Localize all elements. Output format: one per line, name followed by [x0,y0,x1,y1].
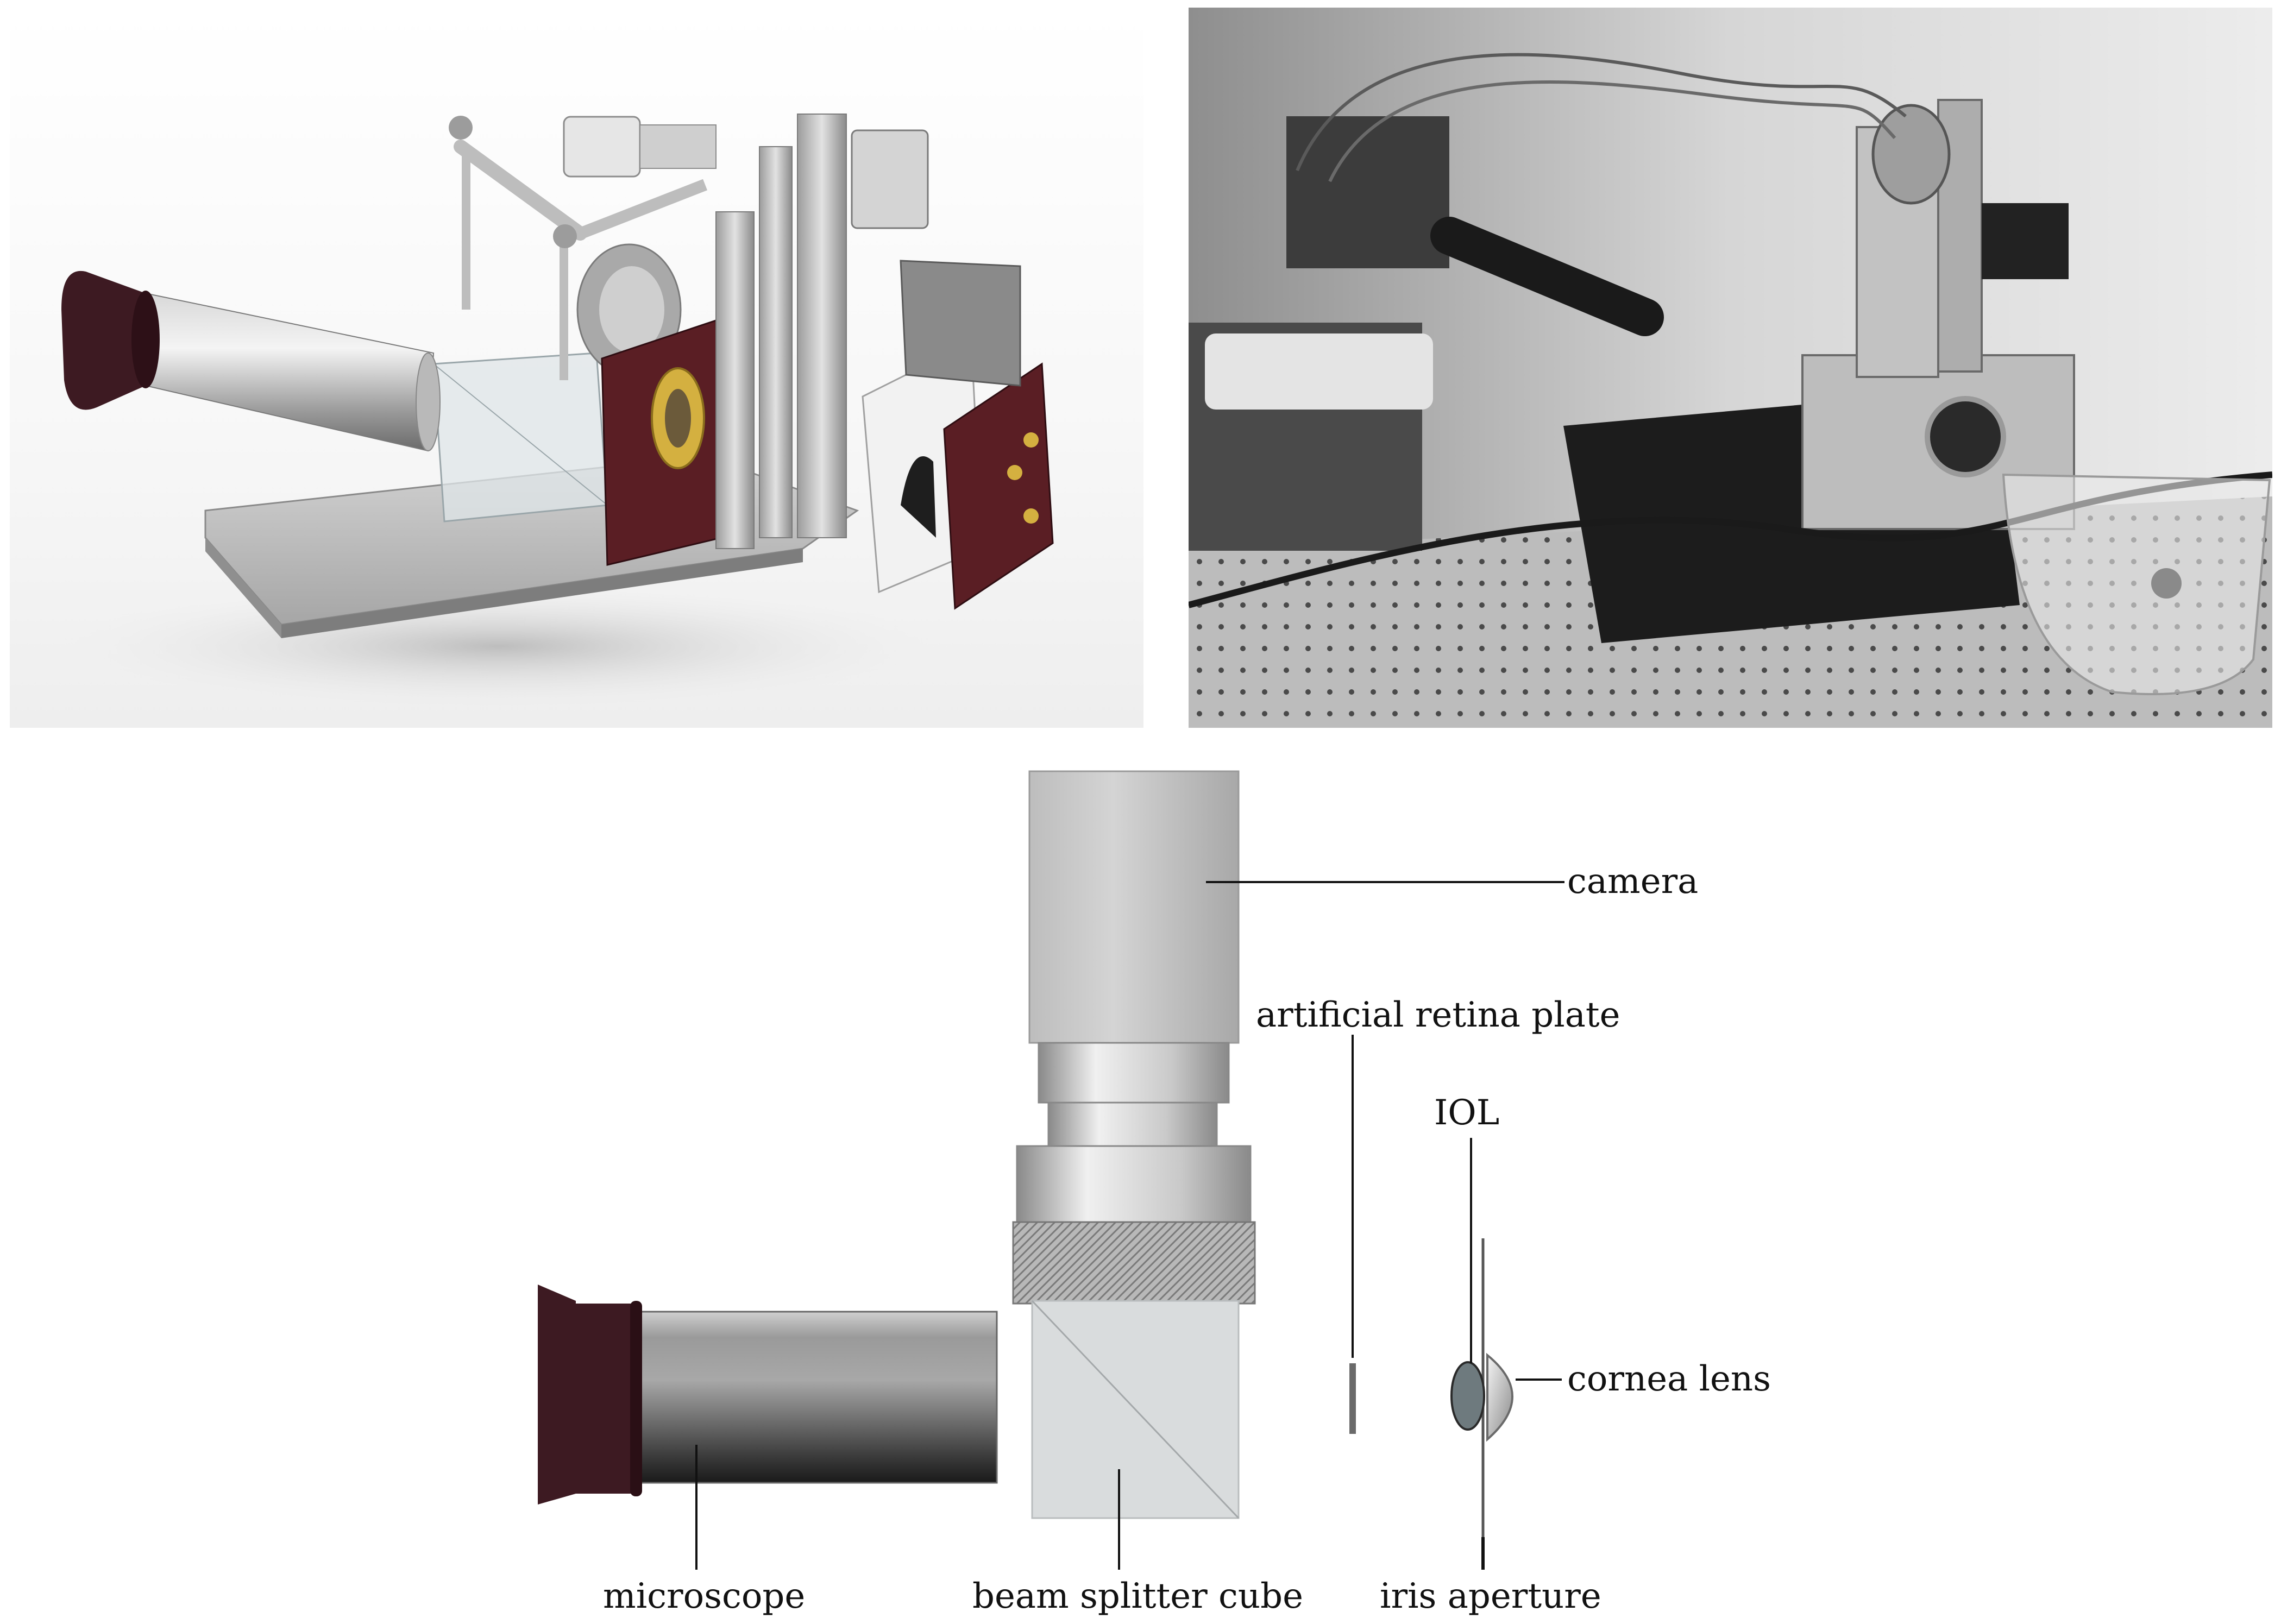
render-beam-splitter-cube [432,352,608,523]
render-lens-face [599,266,664,353]
artificial-retina-plate [1349,1363,1356,1434]
tube-end [416,353,441,451]
render-motor [851,129,929,229]
label-microscope: microscope [603,1576,805,1616]
cad-render-illustration [37,114,1054,712]
beam-splitter-diagonal [1031,1300,1240,1519]
label-retina-plate: artificial retina plate [1256,995,1620,1035]
label-cornea-lens: cornea lens [1567,1359,1771,1399]
render-back-bracket [900,260,1021,387]
label-beam-splitter: beam splitter cube [972,1576,1303,1616]
base-plate-front-edge [281,549,803,638]
cad-render-panel [10,5,1143,728]
setup-photograph-panel [1189,8,2272,728]
render-microscope-tube [145,292,435,452]
render-camera-body [563,116,641,178]
photo-cable-1 [1296,53,1907,172]
lens-focus-knurl [1012,1221,1256,1305]
iol-lens [1450,1361,1485,1431]
photo-camera [1871,104,1951,205]
render-brass-screw-3 [1023,508,1039,524]
render-mount-plate-right [943,362,1054,610]
cornea-lens [1486,1352,1513,1442]
photo-dark-box [1286,116,1449,268]
lens-barrel-top [1038,1042,1230,1104]
photo-motor [1982,203,2069,279]
label-camera: camera [1567,861,1698,902]
render-camera-lens [639,124,717,169]
render-rail-2 [759,146,793,538]
microscope-eyepiece-ring [630,1301,642,1496]
render-brass-screw-2 [1007,465,1022,480]
lens-barrel-wide [1016,1145,1252,1223]
photo-beaker-mark [2151,568,2182,599]
photo-glass-beaker [2002,473,2271,695]
setup-photograph [1189,8,2272,728]
render-arm-upper [454,140,587,241]
photo-cable-2 [1328,80,1896,182]
render-eyepiece [61,270,146,410]
photo-black-rod [1430,217,1664,336]
render-brass-ring-hole [665,389,691,448]
render-knob-1 [449,116,473,140]
lens-barrel-mid [1047,1101,1218,1147]
label-iris-aperture: iris aperture [1380,1576,1601,1616]
microscope-eyepiece [573,1304,638,1494]
render-rail-3 [797,114,847,538]
microscope-eyepiece-cup [538,1285,576,1505]
label-iol: IOL [1434,1093,1499,1133]
camera-body [1028,770,1240,1044]
optical-schematic: camera artificial retina plate IOL corne… [538,770,1771,1616]
base-plate-edge [205,538,281,638]
eyepiece-ring [131,291,160,388]
optical-schematic-panel: camera artificial retina plate IOL corne… [0,739,2281,1624]
render-retina-slot [901,456,936,538]
render-knob-2 [553,224,577,248]
photo-lens-port [1925,396,2006,477]
photo-breadboard [1205,333,1433,410]
render-arm-link [577,179,708,240]
microscope-tube [637,1311,998,1484]
render-brass-screw-1 [1023,432,1039,448]
cube-diagonal [433,363,608,506]
render-rail-1 [715,211,755,549]
